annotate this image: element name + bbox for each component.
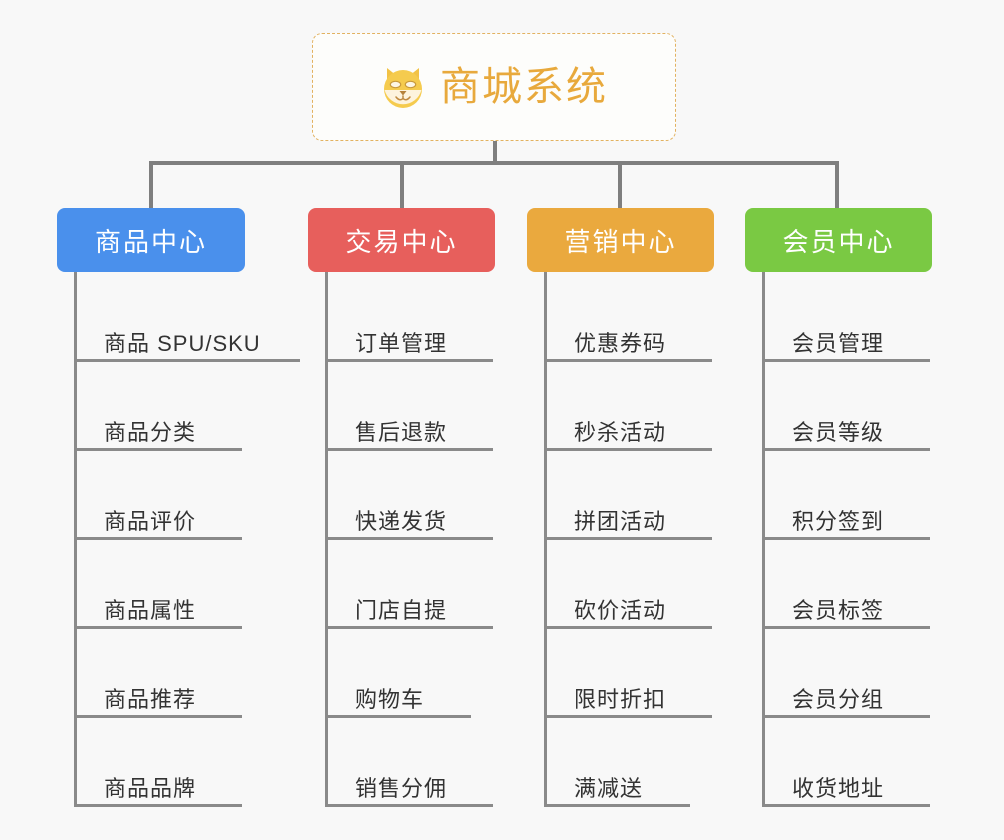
leaf-item[interactable]: 拼团活动 xyxy=(544,496,712,540)
leaf-item[interactable]: 售后退款 xyxy=(325,407,493,451)
leaf-item-label: 优惠券码 xyxy=(574,330,667,356)
branch-header-label: 商品中心 xyxy=(94,226,207,257)
leaf-item[interactable]: 会员等级 xyxy=(762,407,930,451)
leaf-item-label: 订单管理 xyxy=(355,330,448,356)
leaf-item[interactable]: 砍价活动 xyxy=(544,585,712,629)
branch-header-label: 营销中心 xyxy=(564,226,677,257)
root-title: 商城系统 xyxy=(440,65,608,109)
leaf-item-label: 会员等级 xyxy=(792,419,885,445)
leaf-item-label: 商品 SPU/SKU xyxy=(104,330,261,356)
leaf-item[interactable]: 会员标签 xyxy=(762,585,930,629)
leaf-item-label: 商品属性 xyxy=(104,597,197,623)
connector-bus-bar xyxy=(149,161,839,165)
leaf-item-label: 售后退款 xyxy=(355,419,448,445)
leaf-item[interactable]: 商品分类 xyxy=(74,407,242,451)
leaf-item-label: 商品品牌 xyxy=(104,775,197,801)
leaf-item-label: 销售分佣 xyxy=(355,775,448,801)
leaf-item[interactable]: 秒杀活动 xyxy=(544,407,712,451)
leaf-item[interactable]: 收货地址 xyxy=(762,763,930,807)
leaf-item[interactable]: 订单管理 xyxy=(325,318,493,362)
leaf-item-label: 门店自提 xyxy=(355,597,448,623)
leaf-item-label: 会员标签 xyxy=(792,597,885,623)
leaf-item[interactable]: 限时折扣 xyxy=(544,674,712,718)
leaf-item[interactable]: 商品品牌 xyxy=(74,763,242,807)
connector-drop-marketing xyxy=(618,161,622,210)
leaf-item[interactable]: 优惠券码 xyxy=(544,318,712,362)
leaf-item[interactable]: 满减送 xyxy=(544,763,690,807)
leaf-item[interactable]: 购物车 xyxy=(325,674,471,718)
leaf-item-label: 购物车 xyxy=(355,686,425,712)
branch-header-label: 交易中心 xyxy=(345,226,458,257)
root-node[interactable]: 商城系统 xyxy=(312,33,676,141)
branch-header-label: 会员中心 xyxy=(782,226,895,257)
leaf-item-label: 积分签到 xyxy=(792,508,885,534)
branch-header-marketing-center[interactable]: 营销中心 xyxy=(527,208,714,272)
leaf-item[interactable]: 积分签到 xyxy=(762,496,930,540)
connector-root-stem xyxy=(493,141,497,165)
shiba-dog-face-icon xyxy=(380,64,426,110)
leaf-item-label: 收货地址 xyxy=(792,775,885,801)
leaf-item[interactable]: 商品属性 xyxy=(74,585,242,629)
leaf-item[interactable]: 快递发货 xyxy=(325,496,493,540)
leaf-item-label: 会员管理 xyxy=(792,330,885,356)
branch-header-member-center[interactable]: 会员中心 xyxy=(745,208,932,272)
branch-header-trade-center[interactable]: 交易中心 xyxy=(308,208,495,272)
leaf-item[interactable]: 商品 SPU/SKU xyxy=(74,318,300,362)
leaf-item-label: 快递发货 xyxy=(355,508,448,534)
leaf-item-label: 会员分组 xyxy=(792,686,885,712)
leaf-item-label: 商品评价 xyxy=(104,508,197,534)
leaf-item-label: 满减送 xyxy=(574,775,644,801)
leaf-item[interactable]: 销售分佣 xyxy=(325,763,493,807)
leaf-item-label: 砍价活动 xyxy=(574,597,667,623)
leaf-item[interactable]: 商品评价 xyxy=(74,496,242,540)
leaf-item[interactable]: 门店自提 xyxy=(325,585,493,629)
branch-header-product-center[interactable]: 商品中心 xyxy=(57,208,245,272)
leaf-item-label: 拼团活动 xyxy=(574,508,667,534)
connector-drop-product xyxy=(149,161,153,210)
leaf-item[interactable]: 会员分组 xyxy=(762,674,930,718)
leaf-item[interactable]: 商品推荐 xyxy=(74,674,242,718)
connector-drop-member xyxy=(835,161,839,210)
leaf-item-label: 商品分类 xyxy=(104,419,197,445)
leaf-item-label: 商品推荐 xyxy=(104,686,197,712)
leaf-item-label: 限时折扣 xyxy=(574,686,667,712)
leaf-item-label: 秒杀活动 xyxy=(574,419,667,445)
leaf-item[interactable]: 会员管理 xyxy=(762,318,930,362)
connector-drop-trade xyxy=(400,161,404,210)
